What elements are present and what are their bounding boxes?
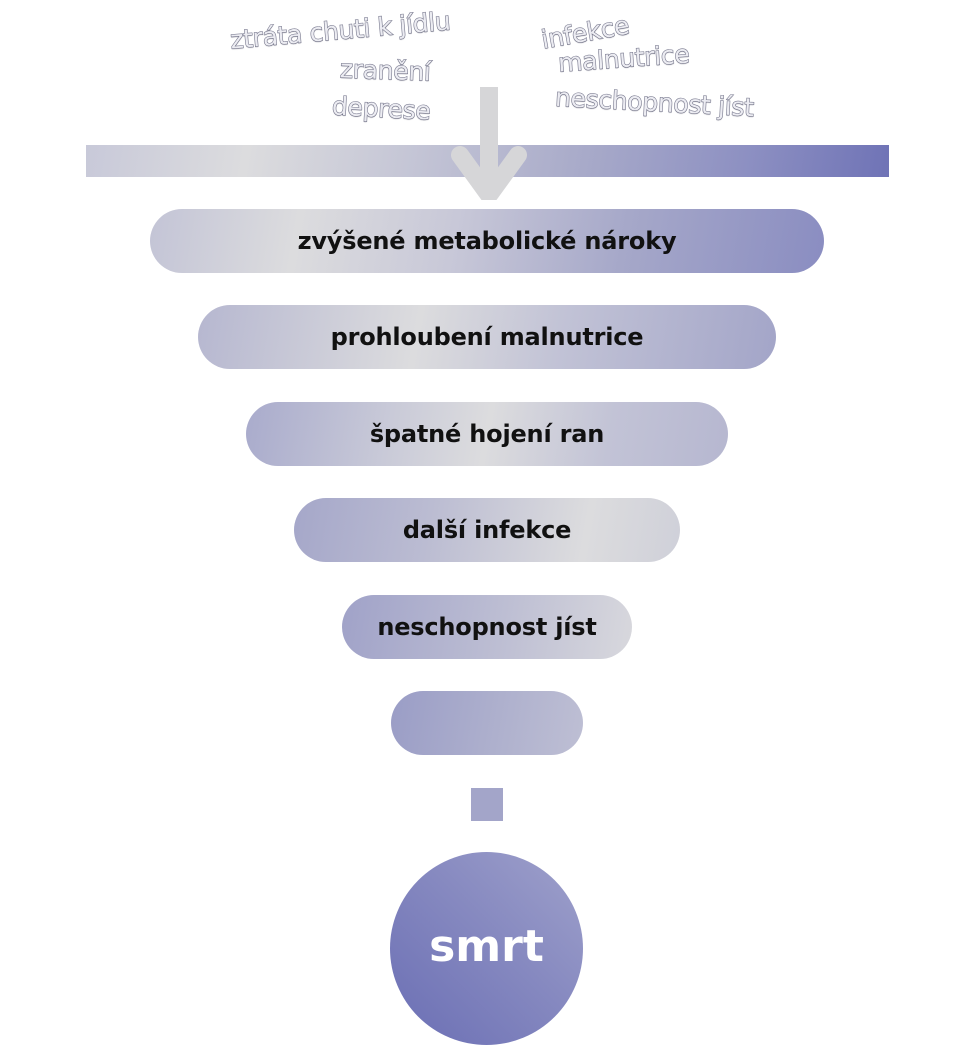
funnel-step: prohloubení malnutrice: [198, 305, 776, 369]
funnel-step-empty: [391, 691, 583, 755]
funnel-step: neschopnost jíst: [342, 595, 632, 659]
funnel-step: špatné hojení ran: [246, 402, 728, 466]
funnel-connector: [471, 788, 503, 821]
outcome-label: smrt: [429, 921, 544, 972]
funnel-step-label: prohloubení malnutrice: [330, 323, 644, 351]
cause-label: ztráta chuti k jídlu: [229, 6, 453, 55]
cause-label: deprese: [331, 91, 432, 126]
funnel-step-label: špatné hojení ran: [369, 420, 605, 448]
funnel-step-label: zvýšené metabolické nároky: [297, 227, 677, 255]
funnel-step-label: další infekce: [402, 516, 572, 544]
cause-label: neschopnost jíst: [554, 82, 755, 123]
outcome-circle: smrt: [390, 852, 583, 1045]
funnel-step-label: neschopnost jíst: [377, 613, 597, 641]
funnel-step: další infekce: [294, 498, 680, 562]
cause-label: zranění: [339, 54, 432, 87]
funnel-step: zvýšené metabolické nároky: [150, 209, 824, 273]
down-arrow-icon: [451, 87, 527, 200]
